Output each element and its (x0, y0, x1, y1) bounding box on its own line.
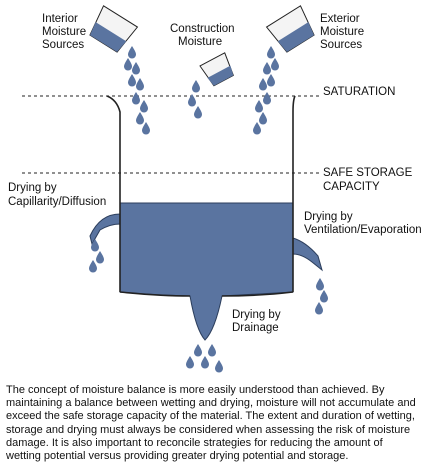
moisture-balance-diagram: Interior Moisture Sources Construction M… (8, 5, 422, 373)
interior-sources-label: Interior Moisture Sources (42, 13, 89, 51)
construction-moisture-label: Construction Moisture (170, 23, 238, 48)
construction-beaker (199, 52, 234, 87)
interior-beaker (89, 5, 139, 53)
safe-storage-label: SAFE STORAGE CAPACITY (323, 167, 415, 193)
drying-ventilation-label: Drying by Ventilation/Evaporation (304, 211, 422, 236)
drying-drainage-label: Drying by Drainage (232, 309, 284, 334)
exterior-beaker (265, 5, 315, 53)
drying-capillarity-label: Drying by Capillarity/Diffusion (8, 182, 106, 208)
saturation-label: SATURATION (323, 86, 395, 98)
stored-water (89, 202, 323, 341)
container-outline (106, 95, 296, 297)
caption-paragraph: The concept of moisture balance is more … (6, 384, 416, 463)
exterior-sources-label: Exterior Moisture Sources (320, 13, 367, 51)
